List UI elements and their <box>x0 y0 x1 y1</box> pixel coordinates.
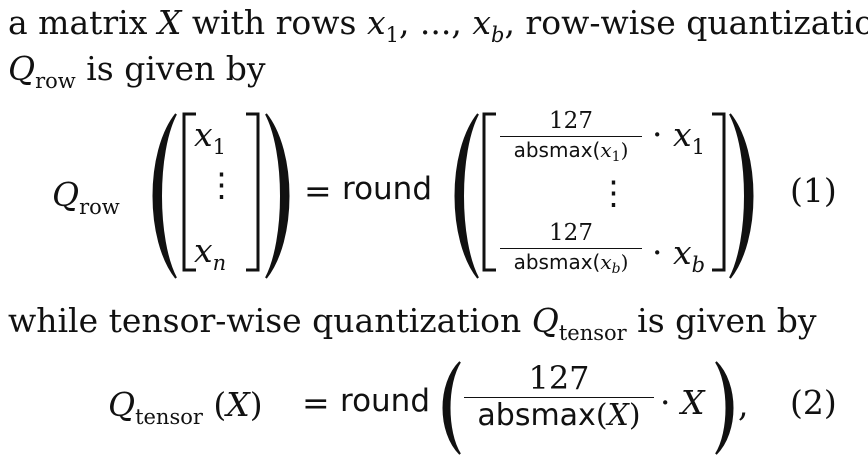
text-fragment: a matrix <box>8 3 158 42</box>
left-paren-large <box>152 113 177 279</box>
text-fragment: , row-wise quantization <box>504 3 868 42</box>
right-paren-large <box>265 113 290 279</box>
math-var: X <box>157 3 182 42</box>
vdots: ⋮ <box>205 165 238 204</box>
text-fragment: is given by <box>626 301 817 340</box>
bottom-product: · xb <box>652 233 705 276</box>
left-bracket <box>182 112 196 272</box>
math-sub: 1 <box>212 135 226 159</box>
absmax-function: absmax( <box>513 250 601 274</box>
fraction-bottom: 127 absmax(xb) <box>500 220 642 276</box>
math-sub: tensor <box>558 321 627 345</box>
eq2-lhs: Qtensor (X) <box>108 385 263 428</box>
cdot: · <box>660 383 671 422</box>
eq1-lhs: Qrow <box>52 175 120 218</box>
fraction-denominator: absmax(x1) <box>500 138 642 164</box>
text-fragment: while tensor-wise quantization <box>8 301 532 340</box>
absmax-function: absmax( <box>513 138 601 162</box>
math-sub: row <box>35 69 76 93</box>
math-sub: tensor <box>135 405 203 429</box>
fraction-denominator: absmax(xb) <box>500 250 642 276</box>
text-fragment: is given by <box>75 49 266 88</box>
math-sub: 1 <box>385 23 399 47</box>
round-function: round <box>340 383 431 419</box>
math-sub: 1 <box>611 149 621 165</box>
close-paren: ) <box>249 385 263 424</box>
close-paren: ) <box>620 138 629 162</box>
math-var: Q <box>108 385 136 424</box>
eq2-product: · X <box>660 386 705 419</box>
equals-sign: = <box>304 171 332 210</box>
math-var: x <box>673 233 692 272</box>
math-var: Q <box>8 49 36 88</box>
right-paren-large <box>729 113 754 279</box>
equation-number: (2) <box>790 383 837 422</box>
math-var: x <box>600 250 612 274</box>
fraction-denominator: absmax(X) <box>464 401 654 431</box>
text-fragment: with rows <box>181 3 367 42</box>
math-var: x <box>472 3 491 42</box>
math-var: X <box>226 385 250 424</box>
fraction-numerator: 127 <box>549 220 593 246</box>
fraction: 127 absmax(X) <box>464 362 654 431</box>
text-fragment: , ..., <box>398 3 473 42</box>
right-bracket <box>712 112 726 272</box>
math-sub: n <box>212 251 227 275</box>
paragraph-line-1: a matrix X with rows x1, ..., xb, row-wi… <box>8 3 868 46</box>
fraction-bar <box>500 248 642 249</box>
paragraph-line-3: while tensor-wise quantization Qtensor i… <box>8 301 817 344</box>
cdot: · <box>652 115 663 154</box>
math-var: x <box>673 115 692 154</box>
equation-number: (1) <box>790 171 837 210</box>
round-function: round <box>342 171 433 207</box>
math-sub: row <box>79 195 120 219</box>
top-product: · x1 <box>652 115 705 158</box>
fraction-top: 127 absmax(x1) <box>500 108 642 164</box>
close-paren: ) <box>628 398 641 433</box>
math-var: X <box>607 398 629 433</box>
close-paren: ) <box>620 250 629 274</box>
math-var: X <box>681 383 705 422</box>
comma: , <box>738 385 749 424</box>
open-paren: ( <box>595 398 608 433</box>
left-paren-medium <box>442 361 461 455</box>
math-sub: b <box>611 261 621 277</box>
math-sub: 1 <box>691 135 705 159</box>
math-var: Q <box>531 301 559 340</box>
math-var: x <box>194 115 213 154</box>
fraction-bar <box>500 136 642 137</box>
right-bracket <box>246 112 260 272</box>
fraction-numerator: 127 <box>528 359 590 397</box>
vdots: ⋮ <box>597 173 630 212</box>
absmax-function: absmax <box>477 398 596 433</box>
cdot: · <box>652 233 663 272</box>
open-paren: ( <box>213 385 227 424</box>
vec-bottom-entry: xn <box>194 231 226 274</box>
vec-top-entry: x1 <box>194 115 226 158</box>
math-sub: b <box>691 253 706 277</box>
math-var: x <box>366 3 386 42</box>
fraction-numerator: 127 <box>549 108 593 134</box>
math-sub: b <box>491 23 505 47</box>
left-bracket <box>482 112 496 272</box>
equals-sign: = <box>302 383 330 422</box>
math-var: Q <box>52 175 80 214</box>
math-var: x <box>194 231 213 270</box>
right-paren-medium <box>715 361 734 455</box>
paragraph-line-2: Qrow is given by <box>8 49 266 92</box>
math-var: x <box>600 138 612 162</box>
left-paren-large <box>454 113 479 279</box>
fraction-bar <box>464 397 654 398</box>
